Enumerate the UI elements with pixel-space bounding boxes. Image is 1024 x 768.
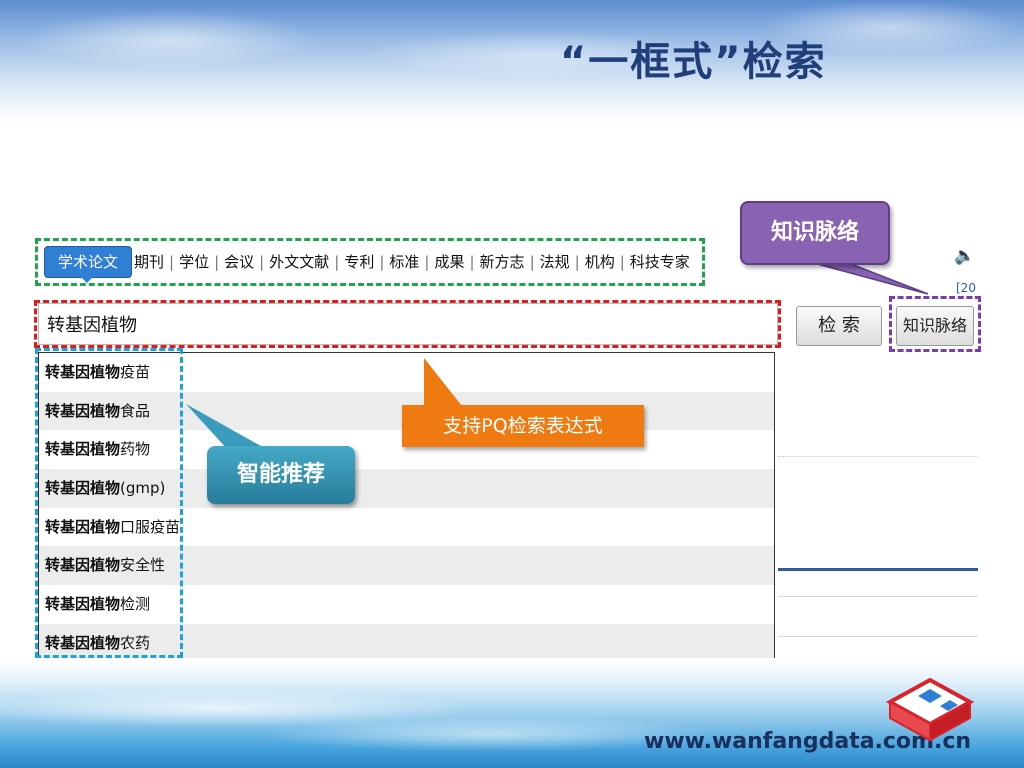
suggestion-rest: 农药 — [120, 633, 151, 652]
page-divider — [778, 456, 978, 457]
suggestion-item[interactable]: 转基因植物口服疫苗 — [39, 508, 774, 547]
suggestion-rest: (gmp) — [120, 479, 166, 498]
suggestion-match: 转基因植物 — [45, 440, 121, 459]
category-tab[interactable]: 科技专家 — [629, 253, 690, 271]
suggestion-match: 转基因植物 — [45, 479, 121, 498]
suggestion-rest: 检测 — [120, 595, 151, 614]
search-button[interactable]: 检 索 — [796, 306, 882, 346]
category-list: 期刊|学位|会议|外文文献|专利|标准|成果|新方志|法规|机构|科技专家 — [134, 250, 690, 274]
suggestion-item[interactable]: 转基因植物安全性 — [39, 546, 774, 586]
suggestion-rest: 食品 — [120, 401, 151, 420]
cloud — [360, 30, 720, 80]
category-tab[interactable]: 标准 — [389, 253, 420, 271]
callout-pq-expression: 支持PQ检索表达式 — [402, 405, 644, 447]
search-input[interactable] — [38, 303, 778, 345]
highlight-box-search-input — [34, 300, 781, 348]
callout-smart-recommend: 智能推荐 — [207, 446, 355, 504]
suggestion-item[interactable]: 转基因植物(gmp) — [39, 469, 774, 508]
tab-separator: | — [469, 253, 475, 271]
highlight-box-suggestions — [35, 348, 183, 658]
category-tab[interactable]: 成果 — [434, 253, 465, 271]
category-tab[interactable]: 学位 — [179, 253, 210, 271]
tab-separator: | — [169, 253, 175, 271]
suggestion-match: 转基因植物 — [45, 517, 121, 536]
highlight-box-knowledge-button — [889, 296, 981, 352]
cloud — [20, 10, 320, 70]
category-tab[interactable]: 专利 — [344, 253, 375, 271]
highlight-box-categories — [35, 238, 705, 286]
water-highlight — [260, 716, 720, 752]
speaker-icon[interactable]: 🔈 — [954, 246, 976, 266]
tab-separator: | — [334, 253, 340, 271]
reference-link[interactable]: [20 — [956, 281, 976, 295]
knowledge-context-button[interactable]: 知识脉络 — [896, 306, 974, 346]
tab-separator: | — [379, 253, 385, 271]
water-footer-background — [0, 660, 1024, 768]
category-tabs: 学术论文 期刊|学位|会议|外文文献|专利|标准|成果|新方志|法规|机构|科技… — [44, 246, 704, 283]
suggestion-match: 转基因植物 — [45, 633, 121, 652]
suggestion-item[interactable]: 转基因植物农药 — [39, 623, 774, 658]
wanfang-logo-icon — [885, 677, 975, 742]
tab-separator: | — [214, 253, 220, 271]
category-tab[interactable]: 法规 — [539, 253, 570, 271]
suggestion-item[interactable]: 转基因植物药物 — [39, 430, 774, 469]
tab-separator: | — [259, 253, 265, 271]
sky-header-background — [0, 0, 1024, 120]
tab-separator: | — [574, 253, 580, 271]
tab-separator: | — [619, 253, 625, 271]
callout-pointer-knowledge — [809, 261, 929, 295]
slide-title: “一框式”检索 — [560, 39, 827, 85]
suggestion-rest: 安全性 — [120, 556, 166, 575]
suggestion-match: 转基因植物 — [45, 363, 121, 381]
category-tab[interactable]: 外文文献 — [269, 253, 330, 271]
callout-knowledge: 知识脉络 — [740, 201, 890, 265]
tab-separator: | — [424, 253, 430, 271]
cloud — [760, 0, 1020, 55]
page-divider — [778, 596, 978, 597]
suggestion-item[interactable]: 转基因植物检测 — [39, 585, 774, 624]
tab-academic-papers[interactable]: 学术论文 — [44, 246, 132, 283]
tab-separator: | — [529, 253, 535, 271]
suggestion-rest: 疫苗 — [120, 363, 151, 381]
suggestion-match: 转基因植物 — [45, 401, 121, 420]
page-divider — [778, 636, 978, 637]
suggestion-match: 转基因植物 — [45, 556, 121, 575]
suggestion-rest: 口服疫苗 — [120, 517, 181, 536]
category-tab[interactable]: 期刊 — [134, 253, 165, 271]
suggestion-rest: 药物 — [120, 440, 151, 459]
category-tab[interactable]: 会议 — [224, 253, 255, 271]
suggestion-match: 转基因植物 — [45, 595, 121, 614]
category-tab[interactable]: 新方志 — [479, 253, 525, 271]
page-divider — [778, 568, 978, 571]
suggestion-item[interactable]: 转基因植物疫苗 — [39, 353, 774, 392]
category-tab[interactable]: 机构 — [584, 253, 615, 271]
